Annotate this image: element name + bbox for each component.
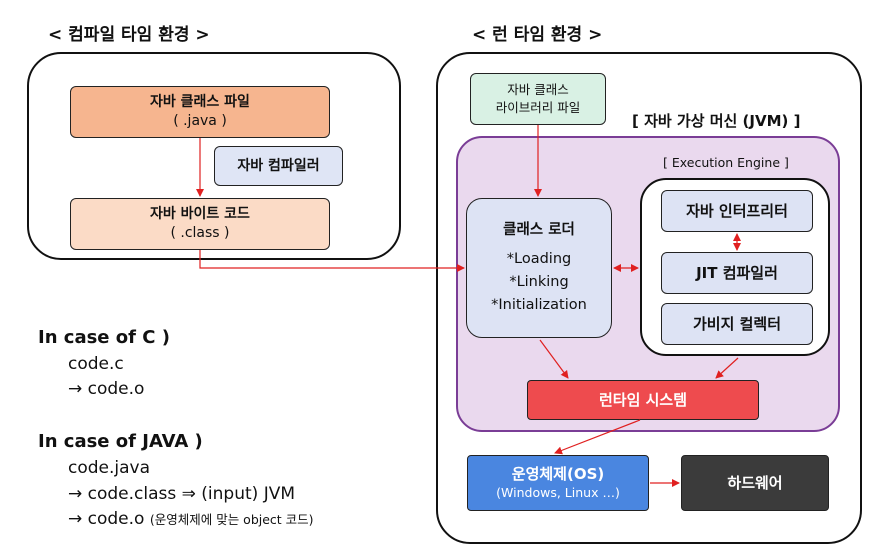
java-case-object-main: → code.o — [68, 509, 145, 529]
execution-engine-label: [ Execution Engine ] — [663, 155, 789, 170]
os-name: 운영체제(OS) — [511, 465, 605, 484]
arrow-engine-to-runtime — [715, 357, 739, 379]
bytecode-name: 자바 바이트 코드 — [150, 206, 250, 223]
java-source-file-name: 자바 클래스 파일 — [150, 94, 250, 111]
interpreter-box: 자바 인터프리터 — [661, 190, 813, 232]
hardware-box: 하드웨어 — [681, 455, 829, 511]
runtime-system-label: 런타임 시스템 — [598, 390, 688, 409]
c-case-line-source: code.c — [68, 354, 124, 374]
garbage-collector-box: 가비지 컬렉터 — [661, 303, 813, 345]
runtime-system-box: 런타임 시스템 — [527, 380, 759, 420]
java-source-file-ext: ( .java ) — [173, 113, 227, 129]
java-case-line-object: → code.o (운영체제에 맞는 object 코드) — [68, 509, 314, 529]
java-case-line-source: code.java — [68, 458, 151, 478]
java-case-heading: In case of JAVA ) — [38, 431, 203, 452]
class-loader-step-linking: *Linking — [509, 274, 569, 290]
hardware-label: 하드웨어 — [727, 473, 783, 492]
java-case-line-class: → code.class ⇒ (input) JVM — [68, 484, 296, 504]
os-box: 운영체제(OS) (Windows, Linux …) — [467, 455, 649, 511]
os-detail: (Windows, Linux …) — [496, 484, 620, 500]
java-compiler-label: 자바 컴파일러 — [237, 157, 320, 174]
jit-compiler-box: JIT 컴파일러 — [661, 252, 813, 294]
arrow-runtime-to-os — [554, 419, 641, 455]
class-loader-box: 클래스 로더 *Loading *Linking *Initialization — [466, 198, 612, 338]
runtime-title: < 런 타임 환경 > — [472, 25, 603, 45]
class-library-box: 자바 클래스 라이브러리 파일 — [470, 73, 606, 125]
java-compiler-box: 자바 컴파일러 — [214, 146, 343, 186]
arrow-bytecode-to-loader — [199, 250, 465, 272]
jvm-label: [ 자바 가상 머신 (JVM) ] — [632, 112, 801, 130]
c-case-heading: In case of C ) — [38, 327, 170, 348]
bytecode-ext: ( .class ) — [170, 225, 230, 241]
class-loader-title: 클래스 로더 — [503, 221, 575, 238]
jit-compiler-label: JIT 컴파일러 — [696, 263, 778, 282]
java-source-file-box: 자바 클래스 파일 ( .java ) — [70, 86, 330, 138]
class-library-line1: 자바 클래스 — [507, 81, 569, 97]
class-loader-step-initialization: *Initialization — [491, 297, 587, 314]
class-library-line2: 라이브러리 파일 — [495, 100, 581, 115]
bytecode-box: 자바 바이트 코드 ( .class ) — [70, 198, 330, 250]
arrow-loader-to-runtime — [539, 339, 569, 379]
class-loader-step-loading: *Loading — [506, 250, 572, 267]
garbage-collector-label: 가비지 컬렉터 — [692, 314, 782, 333]
java-case-object-note: (운영체제에 맞는 object 코드) — [149, 512, 314, 527]
c-case-line-object: → code.o — [68, 379, 145, 399]
compile-time-title: < 컴파일 타임 환경 > — [48, 25, 210, 45]
interpreter-label: 자바 인터프리터 — [686, 201, 788, 220]
